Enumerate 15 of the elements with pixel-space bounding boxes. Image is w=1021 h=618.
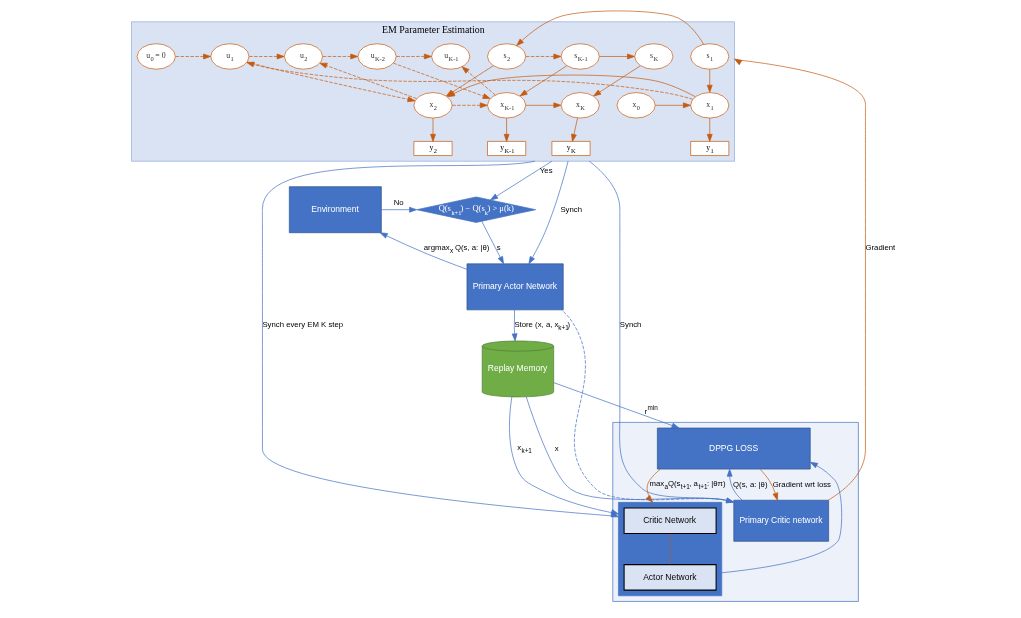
edge-label: Store (x, a, x$_{k+1}$) [514,319,571,332]
edge-label: No [393,198,404,208]
edge-label: Synch every EM K step [262,320,344,330]
edge-label: max$_{a}$Q(s$_{t+1}$, a$_{t+1}$: |θπ) [649,478,726,491]
edge-label: argmax$_{x}$ Q(s, a: |θ) [423,242,490,255]
edge-label: Gradient wrt loss [772,479,831,489]
edge-label: x [554,443,559,453]
edge-label: Synch [619,320,642,330]
edge-label: Synch [560,204,582,214]
edge-label: Yes [539,166,553,176]
edge-label: x$_{k+1}$ [517,442,532,455]
edge-label: Q(s, a: |θ) [733,479,768,489]
edge-label: s [496,243,501,253]
edge-label: r$^{min}$ [644,404,658,416]
edge-label: Gradient [865,243,896,253]
